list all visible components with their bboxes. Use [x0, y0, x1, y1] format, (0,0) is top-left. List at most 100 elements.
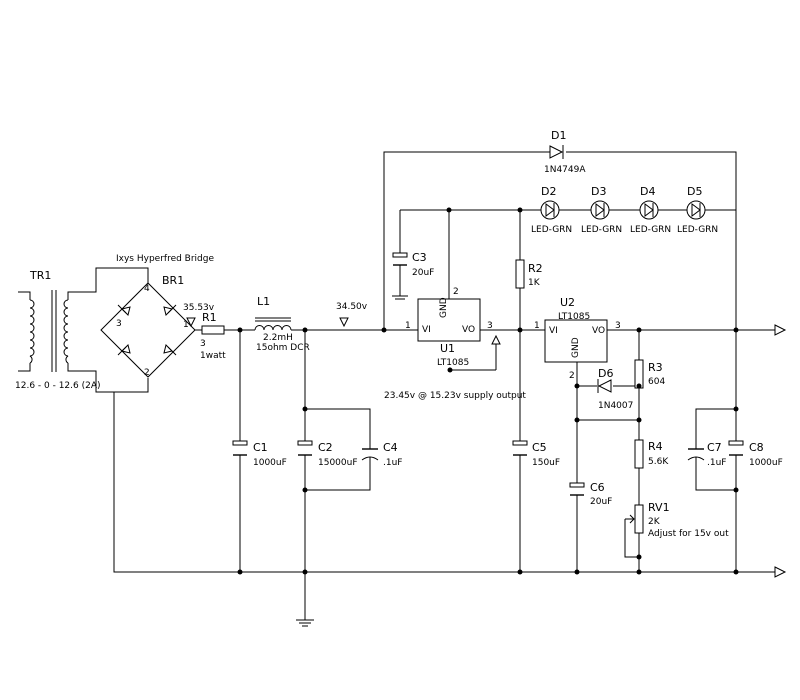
probe-3: 23.45v @ 15.23v supply output	[384, 334, 526, 401]
bridge-br1: Ixys Hyperfred Bridge BR1 4 3 1 2	[100, 254, 214, 378]
br1-label: BR1	[162, 274, 184, 287]
r4-value: 5.6K	[648, 457, 669, 467]
resistor-r1: R1 3 1watt	[200, 311, 226, 361]
br1-pin-left: 3	[116, 319, 122, 329]
l1-label: L1	[257, 295, 270, 308]
c8-label: C8	[749, 441, 764, 454]
capacitor-c8: C8 1000uF	[728, 330, 783, 572]
c1-label: C1	[253, 441, 268, 454]
c3-value: 20uF	[412, 268, 434, 278]
capacitor-c7: C7 .1uF	[687, 408, 736, 491]
u1-part: LT1085	[437, 358, 469, 368]
capacitor-c1: C1 1000uF	[232, 330, 287, 572]
r2-value: 1K	[528, 278, 541, 288]
positive-output-arrow	[774, 324, 787, 336]
r1-value: 3	[200, 339, 206, 349]
u1-num-gnd: 2	[453, 287, 459, 297]
br1-pin-bottom: 2	[144, 368, 150, 378]
c6-label: C6	[590, 481, 605, 494]
u1-pin-vi: VI	[422, 325, 431, 335]
led-part: LED-GRN	[531, 225, 572, 235]
r2-label: R2	[528, 262, 543, 275]
d1-label: D1	[551, 129, 566, 142]
tr1-rating: 12.6 - 0 - 12.6 (2A)	[15, 381, 101, 391]
c4-value: .1uF	[383, 458, 402, 468]
u2-num-out: 3	[615, 321, 621, 331]
c8-value: 1000uF	[749, 458, 783, 468]
capacitor-c2: C2 15000uF	[297, 330, 358, 620]
ground-output-arrow	[774, 566, 787, 578]
u1-pin-vo: VO	[462, 325, 475, 335]
c2-value: 15000uF	[318, 458, 358, 468]
r1-label: R1	[202, 311, 217, 324]
l1-dcr: 15ohm DCR	[256, 343, 310, 353]
wire-ground-rail	[113, 392, 775, 573]
potentiometer-rv1: RV1 2K Adjust for 15v out	[624, 501, 729, 572]
r1-power: 1watt	[200, 351, 226, 361]
u1-num-out: 3	[487, 321, 493, 331]
u1-pin-gnd: GND	[439, 297, 449, 318]
output-note: 23.45v @ 15.23v supply output	[384, 391, 526, 401]
rv1-note: Adjust for 15v out	[648, 529, 729, 539]
c3-label: C3	[412, 251, 427, 264]
c5-label: C5	[532, 441, 547, 454]
u2-pin-gnd: GND	[571, 337, 581, 358]
d1-part: 1N4749A	[544, 165, 586, 175]
br1-pin-top: 4	[144, 284, 150, 294]
transformer-tr1: TR1 12.6 - 0 - 12.6 (2A)	[15, 269, 101, 391]
d6-part: 1N4007	[598, 401, 633, 411]
bridge-title: Ixys Hyperfred Bridge	[116, 254, 214, 264]
led-part: LED-GRN	[581, 225, 622, 235]
c2-label: C2	[318, 441, 333, 454]
diode-d6: D6 1N4007	[597, 367, 633, 411]
resistor-r4: R4 5.6K	[634, 439, 669, 505]
r3-label: R3	[648, 361, 663, 374]
u2-part: LT1085	[558, 312, 590, 322]
d6-label: D6	[598, 367, 613, 380]
u2-pin-vi: VI	[549, 326, 558, 336]
rv1-label: RV1	[648, 501, 670, 514]
resistor-r3: R3 604	[634, 330, 665, 440]
probe-2: 34.50v	[336, 302, 368, 328]
u2-num-in: 1	[534, 321, 540, 331]
br1-pin-right: 1	[183, 320, 189, 330]
u2-num-gnd: 2	[569, 371, 575, 381]
led-label: D3	[591, 185, 606, 198]
led-label: D4	[640, 185, 655, 198]
c7-label: C7	[707, 441, 722, 454]
l1-value: 2.2mH	[263, 333, 293, 343]
capacitor-c6: C6 20uF	[569, 420, 612, 572]
junction-dots	[237, 207, 739, 575]
wire-tr-to-br-top	[78, 267, 149, 293]
led-part: LED-GRN	[677, 225, 718, 235]
capacitor-c3: C3 20uF	[392, 210, 434, 300]
capacitor-c5: C5 150uF	[512, 330, 560, 572]
capacitor-c4: C4 .1uF	[305, 408, 402, 491]
wire-top-led-bus	[400, 209, 737, 330]
c7-value: .1uF	[707, 458, 726, 468]
probe-2-voltage: 34.50v	[336, 302, 368, 312]
probe-1-voltage: 35.53v	[183, 303, 215, 313]
led-label: D5	[687, 185, 702, 198]
led-label: D2	[541, 185, 556, 198]
ground-symbol	[296, 619, 314, 627]
r3-value: 604	[648, 377, 665, 387]
u2-label: U2	[560, 296, 575, 309]
regulator-u1: VI VO GND 1 3 2 U1 LT1085	[405, 287, 493, 368]
u2-pin-vo: VO	[592, 326, 605, 336]
c4-label: C4	[383, 441, 398, 454]
u1-label: U1	[440, 342, 455, 355]
u1-num-in: 1	[405, 321, 411, 331]
led-part: LED-GRN	[630, 225, 671, 235]
regulator-u2: VI VO GND 1 3 2 U2 LT1085	[534, 296, 621, 381]
probe-1: 35.53v	[183, 303, 215, 328]
resistor-r2: R2 1K	[515, 210, 543, 330]
inductor-l1: L1 2.2mH 15ohm DCR	[254, 295, 310, 353]
r4-label: R4	[648, 440, 663, 453]
c6-value: 20uF	[590, 497, 612, 507]
